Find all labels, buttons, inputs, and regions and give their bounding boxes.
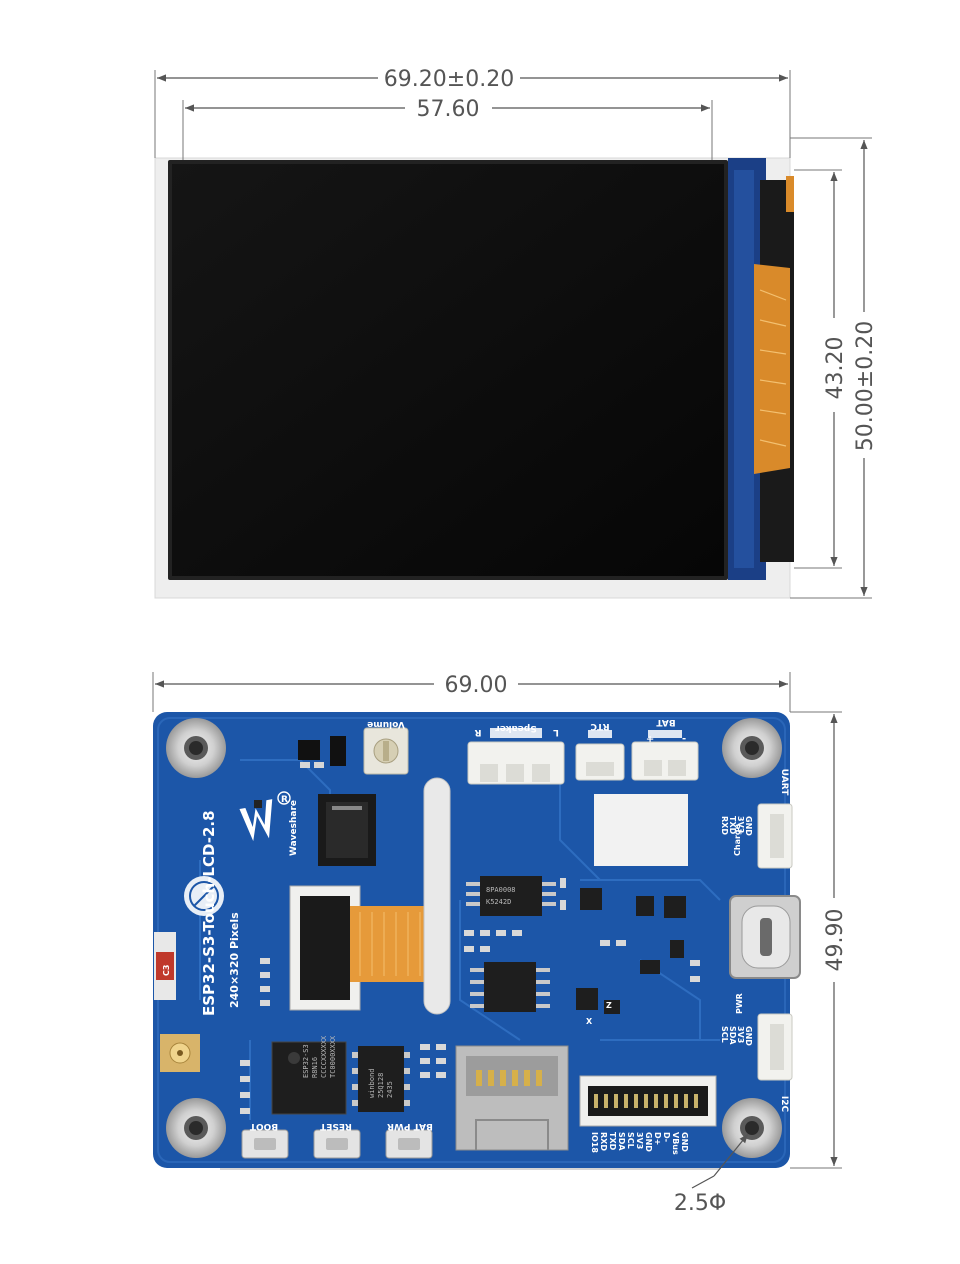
label-pin-rxd: RXD xyxy=(599,1132,608,1151)
label-uart-pin-4: GND xyxy=(744,816,753,836)
bottom-dimensions: 69.00 49.90 2.5Φ xyxy=(152,672,848,1216)
label-bat-pwr: BAT PWR xyxy=(387,1121,433,1131)
label-resolution: 240×320 Pixels xyxy=(228,912,241,1008)
esp-chip-line-3: CCCCXXXXXX xyxy=(320,1035,328,1078)
label-pin-dplus: D+ xyxy=(653,1132,662,1145)
label-pin-vbus: VBus xyxy=(671,1132,680,1155)
dim-top-height-inner: 43.20 xyxy=(823,337,848,400)
dim-hole-diameter: 2.5Φ xyxy=(674,1191,726,1216)
dim-top-height-outer: 50.00±0.20 xyxy=(853,321,878,451)
flash-chip: winbond 25Q128 2435 xyxy=(352,1046,410,1112)
battery-connector xyxy=(631,730,699,781)
esp-chip-line-4: TC0000XXXX xyxy=(329,1035,337,1078)
amp-chip-line-2: K5242D xyxy=(486,898,511,906)
speaker-connector xyxy=(467,728,565,785)
waveshare-logo: R xyxy=(239,791,291,842)
label-i2c-pin-3: 3V3 xyxy=(736,1026,745,1043)
small-components xyxy=(576,888,686,1014)
zif-connector-small xyxy=(318,794,376,866)
flash-chip-line-1: winbond xyxy=(368,1068,376,1098)
label-speaker-r: R xyxy=(474,727,481,737)
usb-c-port xyxy=(729,895,801,979)
amplifier-chip: 8PA0008 K5242D xyxy=(466,876,556,916)
label-pin-3v3: 3V3 xyxy=(635,1132,644,1149)
lcd-flex-cable xyxy=(754,264,790,474)
label-axis-x: X xyxy=(586,1017,593,1026)
mounting-holes xyxy=(166,718,782,1158)
label-pin-scl: SCL xyxy=(626,1132,635,1149)
label-bat-minus: - xyxy=(682,733,686,744)
pcb-slot-cutout xyxy=(423,777,451,1015)
label-pwr: PWR xyxy=(735,993,744,1014)
label-reset: RESET xyxy=(319,1121,352,1131)
label-volume: Volume xyxy=(367,719,405,729)
bat-pwr-button[interactable] xyxy=(385,1129,433,1159)
bottom-pin-header xyxy=(579,1075,717,1127)
label-i2c-pin-2: SDA xyxy=(728,1026,737,1045)
label-uart: UART xyxy=(779,769,789,797)
rtc-connector xyxy=(575,730,625,781)
antenna-connector xyxy=(160,1034,200,1072)
esp-chip-line-2: R8N16 xyxy=(311,1057,319,1078)
label-i2c: I2C xyxy=(779,1096,789,1113)
label-uart-pin-3: 3V3 xyxy=(736,816,745,833)
label-rtc: RTC xyxy=(590,721,610,731)
label-pin-gnd-1: GND xyxy=(644,1132,653,1152)
label-speaker: Speaker xyxy=(495,723,537,733)
reset-button[interactable] xyxy=(313,1129,361,1159)
sd-card-slot xyxy=(455,1045,569,1151)
label-pin-txd: TXD xyxy=(608,1132,617,1151)
i2c-connector xyxy=(757,1013,793,1081)
c3-component: C3 xyxy=(154,932,176,1000)
label-uart-pin-1: RXD xyxy=(720,816,729,835)
dim-top-width-outer: 69.20±0.20 xyxy=(384,67,514,92)
label-i2c-pin-1: SCL xyxy=(720,1026,729,1043)
amp-chip-line-1: 8PA0008 xyxy=(486,886,516,894)
volume-potentiometer xyxy=(363,727,409,775)
label-axis-z: Z xyxy=(606,1001,612,1010)
silkscreen-labels: Volume Speaker R L RTC BAT + - Waveshare… xyxy=(200,717,789,1155)
lcd-screen xyxy=(172,164,724,576)
dim-top-width-inner: 57.60 xyxy=(417,97,480,122)
label-charge: Charge xyxy=(733,823,742,856)
top-dimensions: 69.20±0.20 57.60 43.20 50.00±0.20 xyxy=(154,67,878,599)
label-pin-dminus: D- xyxy=(662,1132,671,1142)
svg-text:R: R xyxy=(281,795,288,805)
esp-chip-line-1: ESP32-S3 xyxy=(302,1044,310,1078)
label-pin-sda: SDA xyxy=(617,1132,626,1151)
lcd-module-top-view xyxy=(154,157,794,599)
flash-chip-line-2: 25Q128 xyxy=(377,1073,385,1098)
boot-button[interactable] xyxy=(241,1129,289,1159)
pcb-bottom-view: R ESP32-S3 R8N16 CCCCXXXXXX TC0000XXXX xyxy=(153,712,801,1170)
label-pin-gnd-2: GND xyxy=(680,1132,689,1152)
flash-chip-line-3: 2435 xyxy=(386,1081,394,1098)
rohs-mark xyxy=(184,876,224,916)
label-i2c-pin-4: GND xyxy=(744,1026,753,1046)
label-product-name: ESP32-S3-Touch-LCD-2.8 xyxy=(200,810,218,1016)
label-brand: Waveshare xyxy=(289,800,299,856)
label-boot: BOOT xyxy=(249,1121,278,1131)
label-speaker-l: L xyxy=(553,727,559,737)
lcd-zif-connector xyxy=(289,885,361,1011)
label-bat-plus: + xyxy=(646,733,654,744)
dim-bottom-width: 69.00 xyxy=(445,673,508,698)
c3-label: C3 xyxy=(162,965,171,976)
label-bat: BAT xyxy=(656,717,676,727)
label-pin-io18: IO18 xyxy=(590,1132,599,1153)
codec-chip xyxy=(470,962,550,1012)
label-uart-pin-2: TXD xyxy=(728,816,737,835)
esp32-s3-chip: ESP32-S3 R8N16 CCCCXXXXXX TC0000XXXX xyxy=(271,1035,347,1115)
dim-bottom-height: 49.90 xyxy=(823,909,848,972)
uart-connector xyxy=(757,803,793,869)
pcb-window-cutout xyxy=(594,794,688,866)
